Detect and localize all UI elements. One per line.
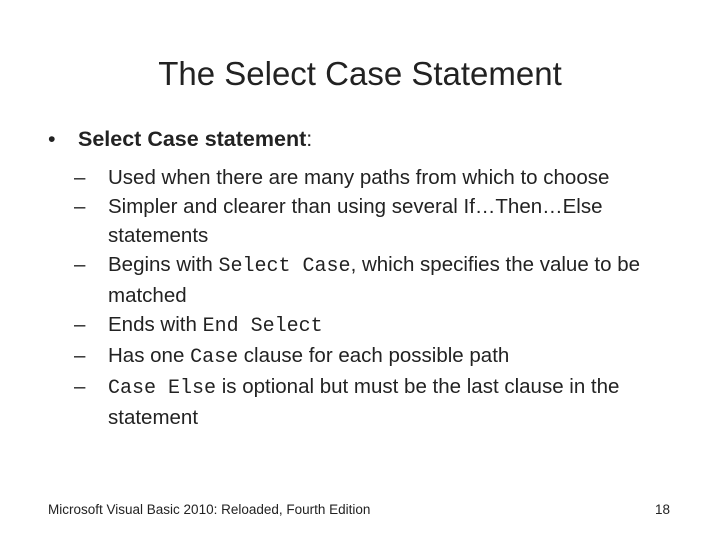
sub-bullet-item: –Has one Case clause for each possible p… xyxy=(74,341,684,372)
sub-bullet-item: –Simpler and clearer than using several … xyxy=(74,192,684,250)
sub-bullet-text: , which specifies the value to be matche… xyxy=(108,253,641,307)
main-bullet: • Select Case statement: xyxy=(48,125,312,153)
sub-bullet-item: –Ends with End Select xyxy=(74,310,684,341)
sub-bullet-text: Begins with xyxy=(108,253,219,276)
sub-bullet-marker: – xyxy=(74,253,86,276)
sub-bullet-item: –Used when there are many paths from whi… xyxy=(74,163,684,192)
code-keyword: Case Else xyxy=(108,377,217,400)
sub-bullet-marker: – xyxy=(74,166,86,189)
sub-bullet-text: is optional but must be the last clause … xyxy=(108,375,620,429)
code-keyword: Select Case xyxy=(218,255,351,278)
sub-bullet-marker: – xyxy=(74,375,86,398)
page-number: 18 xyxy=(654,502,670,517)
sub-bullet-text: Ends with xyxy=(108,313,203,336)
sub-bullet-marker: – xyxy=(74,195,86,218)
sub-bullet-text: Used when there are many paths from whic… xyxy=(108,166,610,189)
code-keyword: Case xyxy=(190,346,239,369)
sub-bullet-text: Simpler and clearer than using several I… xyxy=(108,195,603,247)
sub-bullet-marker: – xyxy=(74,313,86,336)
sub-bullet-item: –Begins with Select Case, which specifie… xyxy=(74,250,684,310)
sub-bullet-list: –Used when there are many paths from whi… xyxy=(74,163,684,432)
sub-bullet-item: –Case Else is optional but must be the l… xyxy=(74,372,684,432)
bullet-marker: • xyxy=(48,127,56,151)
footer-book-title: Microsoft Visual Basic 2010: Reloaded, F… xyxy=(48,502,371,517)
main-bullet-suffix: : xyxy=(306,127,313,151)
sub-bullet-marker: – xyxy=(74,344,86,367)
slide-title: The Select Case Statement xyxy=(158,55,562,92)
main-bullet-text: Select Case statement xyxy=(78,127,307,151)
sub-bullet-text: clause for each possible path xyxy=(238,344,510,367)
sub-bullet-text: Has one xyxy=(108,344,191,367)
code-keyword: End Select xyxy=(202,315,323,338)
